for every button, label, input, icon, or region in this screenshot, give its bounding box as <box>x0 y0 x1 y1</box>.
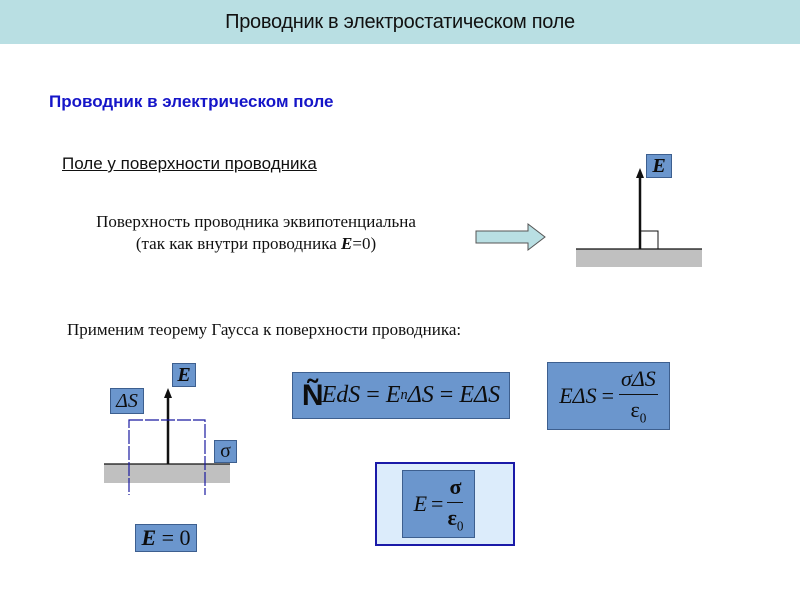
epsilon: ε <box>447 504 457 530</box>
flux-eq-lhs: EΔS <box>559 383 597 408</box>
equipotential-line-1: Поверхность проводника эквипотенциальна <box>96 212 416 231</box>
gauss-statement: Применим теорему Гаусса к поверхности пр… <box>67 320 462 339</box>
delta-s: ΔS <box>116 389 138 412</box>
charge-density-label: σ <box>214 440 237 463</box>
flux-lhs: EdS <box>321 382 361 408</box>
inside-field-eq: = 0 <box>161 525 191 550</box>
epsilon-sub: 0 <box>639 410 647 426</box>
right-arrow-icon <box>475 222 546 252</box>
result-denominator: ε0 <box>447 503 463 534</box>
flux-eq-denominator: ε0 <box>630 395 646 426</box>
field-arrowhead <box>164 388 172 398</box>
line2-prefix: (так как внутри проводника <box>135 234 342 253</box>
epsilon-sub: 0 <box>456 518 464 534</box>
field-variable: E <box>341 234 353 253</box>
inside-field-zero: E = 0 <box>135 524 197 552</box>
field-label-top: E <box>646 154 672 178</box>
slide-title-bar: Проводник в электростатическом поле <box>0 0 800 44</box>
conductor-body <box>104 464 230 483</box>
gaussian-surface <box>128 419 206 495</box>
equals-1: = <box>366 382 380 408</box>
field-arrowhead <box>636 168 644 178</box>
equals-2: = <box>439 382 454 408</box>
flux-mid-ds: ΔS <box>407 382 434 408</box>
flux-mid-sub: n <box>400 387 408 403</box>
closed-integral-icon: Ñ <box>301 378 324 412</box>
flux-charge-formula: EΔS = σΔS ε0 <box>547 362 670 430</box>
equipotential-line-2: (так как внутри проводника E=0) <box>62 233 450 255</box>
flux-rhs: EΔS <box>459 382 501 408</box>
flux-mid-e: E <box>385 382 401 408</box>
result-lhs: E <box>413 491 428 516</box>
result-fraction: σ ε0 <box>447 474 463 534</box>
slide-title: Проводник в электростатическом поле <box>225 10 575 33</box>
section-heading: Проводник в электрическом поле <box>49 92 334 111</box>
result-equals: = <box>431 491 444 516</box>
surface-field-diagram <box>576 168 702 267</box>
equipotential-statement: Поверхность проводника эквипотенциальна … <box>62 211 450 255</box>
line2-suffix: =0) <box>352 234 377 253</box>
result-formula: E = σ ε0 <box>402 470 475 538</box>
epsilon: ε <box>630 396 640 422</box>
gauss-surface-diagram <box>104 388 230 495</box>
subsection-heading: Поле у поверхности проводника <box>62 154 317 173</box>
flux-eq-equals: = <box>601 383 614 408</box>
flux-eq-numerator: σΔS <box>619 366 658 395</box>
result-numerator: σ <box>447 474 464 503</box>
field-label-bottom: E <box>172 363 196 387</box>
inside-field-var: E <box>141 525 157 550</box>
right-angle-marker <box>639 230 659 250</box>
flux-eq-fraction: σΔS ε0 <box>619 366 658 426</box>
conductor-surface <box>576 249 702 267</box>
area-label: ΔS <box>110 388 144 414</box>
